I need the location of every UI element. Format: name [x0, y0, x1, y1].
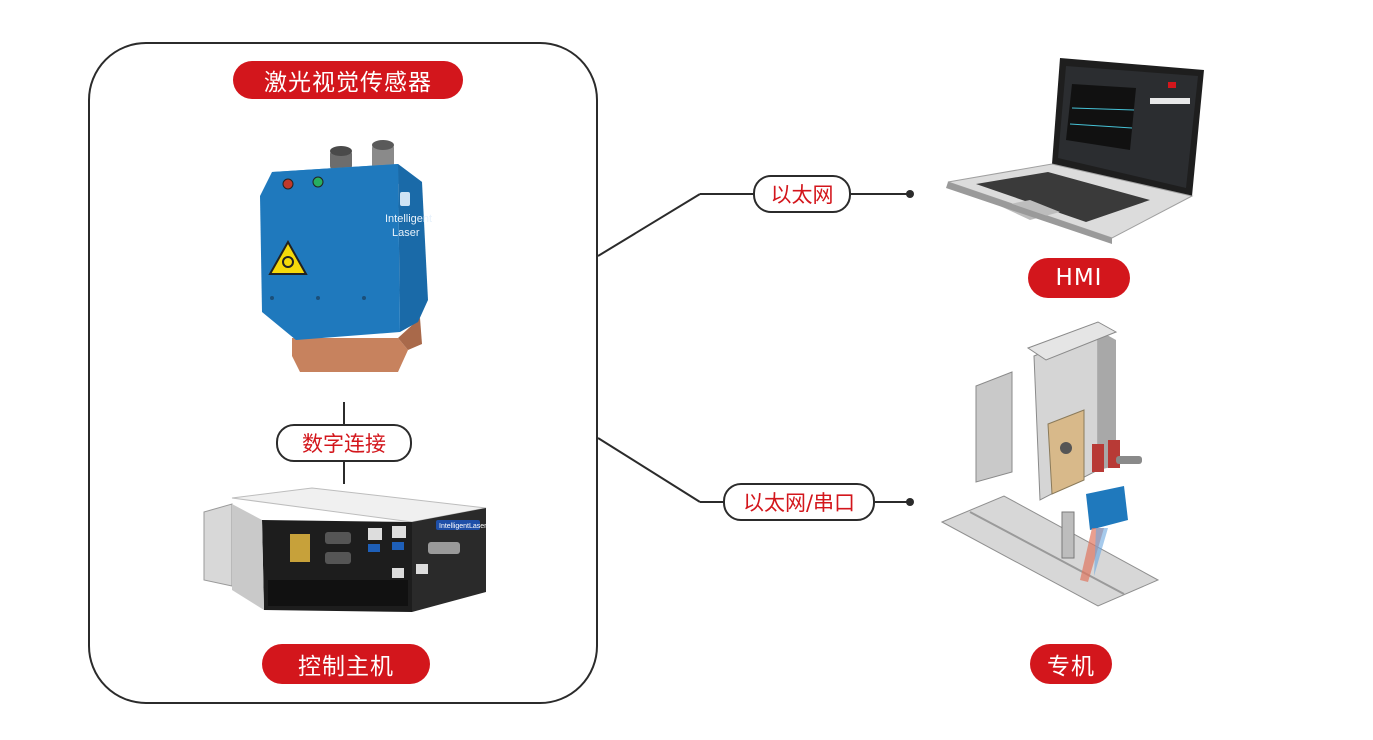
serial-port-2-icon: [325, 552, 351, 564]
host-front-right: [412, 508, 486, 612]
sensor-logo-icon: [400, 192, 410, 206]
terminal-block: [268, 580, 408, 606]
machine-laser-sensor: [1086, 486, 1128, 530]
serial-endpoint-dot: [906, 498, 914, 506]
ethernet-port-2-icon: [392, 526, 406, 538]
power-port-icon: [290, 534, 310, 562]
green-indicator-light: [312, 176, 324, 188]
machine-column-top: [1026, 321, 1118, 361]
ethernet-serial-label: 以太网/串口: [723, 483, 875, 521]
usb-port-2-icon: [392, 542, 404, 550]
ethernet-label: 以太网: [753, 175, 851, 213]
ethernet-port-1-icon: [368, 528, 382, 540]
sensor-base-side: [398, 318, 422, 350]
red-indicator-light: [282, 178, 294, 190]
dvi-port-icon: [428, 542, 460, 554]
sensor-label: 激光视觉传感器: [233, 61, 463, 99]
ethernet-endpoint-dot: [906, 190, 914, 198]
host-brand-text: IntelligentLaser: [439, 523, 487, 530]
hmi-display-pane: [1066, 84, 1136, 150]
serial-port-1-icon: [325, 532, 351, 544]
machine-left-housing: [975, 371, 1013, 483]
hmi-label: HMI: [1028, 258, 1130, 298]
sensor-brand-line2: Laser: [392, 227, 420, 239]
sensor-brand-line1: Intelligent: [385, 213, 432, 225]
machine-base-plate: [940, 495, 1160, 607]
machine-red-bracket-1: [1092, 444, 1104, 472]
sensor-connector-2: [372, 144, 394, 170]
sensor-system-frame: [88, 42, 598, 704]
host-side: [232, 504, 264, 610]
serial-line-diagonal: [597, 437, 701, 503]
laptop-keyboard: [976, 172, 1150, 222]
sensor-front: [260, 164, 400, 340]
machine-welding-torch: [1061, 511, 1075, 559]
digital-link-label: 数字连接: [276, 424, 412, 462]
host-brand-badge: [436, 520, 480, 530]
usb-port-1-icon: [368, 544, 380, 552]
special-machine-label: 专机: [1030, 644, 1112, 684]
control-host-label: 控制主机: [262, 644, 430, 684]
sensor-base: [292, 338, 408, 372]
ethernet-line-diagonal: [597, 193, 701, 257]
